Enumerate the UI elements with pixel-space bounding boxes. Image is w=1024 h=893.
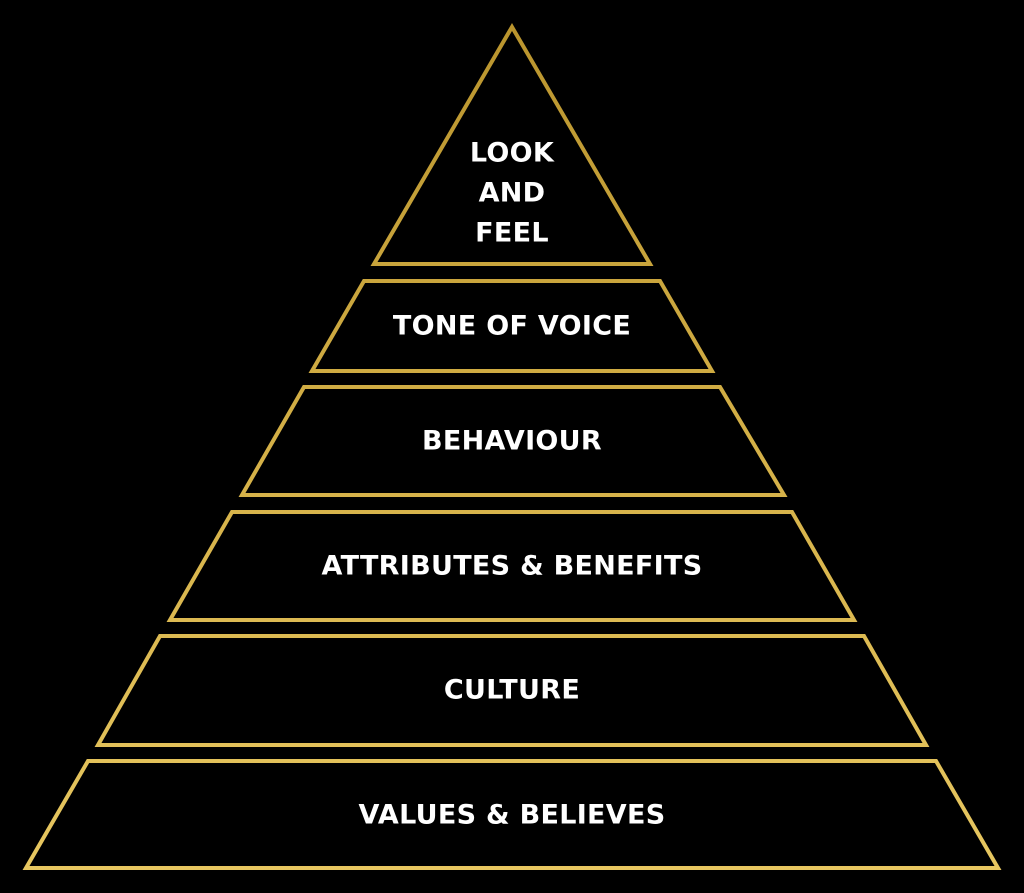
tier-label-line-2: AND	[479, 178, 546, 209]
tier-outline	[166, 510, 858, 622]
pyramid-tier-attributes-and-benefits: ATTRIBUTES & BENEFITS	[166, 510, 858, 622]
pyramid-tier-look-and-feel: LOOK AND FEEL	[370, 23, 654, 266]
tier-label: CULTURE	[444, 675, 580, 706]
tier-label: VALUES & BELIEVES	[359, 800, 666, 831]
pyramid-tier-values-and-believes: VALUES & BELIEVES	[22, 759, 1002, 870]
tier-outline	[22, 759, 1002, 870]
tier-outline	[238, 385, 788, 497]
tier-outline	[94, 634, 930, 747]
tier-label: BEHAVIOUR	[422, 426, 602, 457]
tier-label: TONE OF VOICE	[393, 311, 631, 342]
tier-label-line-1: LOOK	[470, 138, 555, 169]
tier-outline	[308, 279, 716, 373]
pyramid-tier-tone-of-voice: TONE OF VOICE	[308, 279, 716, 373]
tier-label-line-3: FEEL	[475, 218, 549, 249]
pyramid-tier-behaviour: BEHAVIOUR	[238, 385, 788, 497]
tier-outline	[370, 23, 654, 266]
tier-label: ATTRIBUTES & BENEFITS	[322, 551, 703, 582]
pyramid-tier-culture: CULTURE	[94, 634, 930, 747]
